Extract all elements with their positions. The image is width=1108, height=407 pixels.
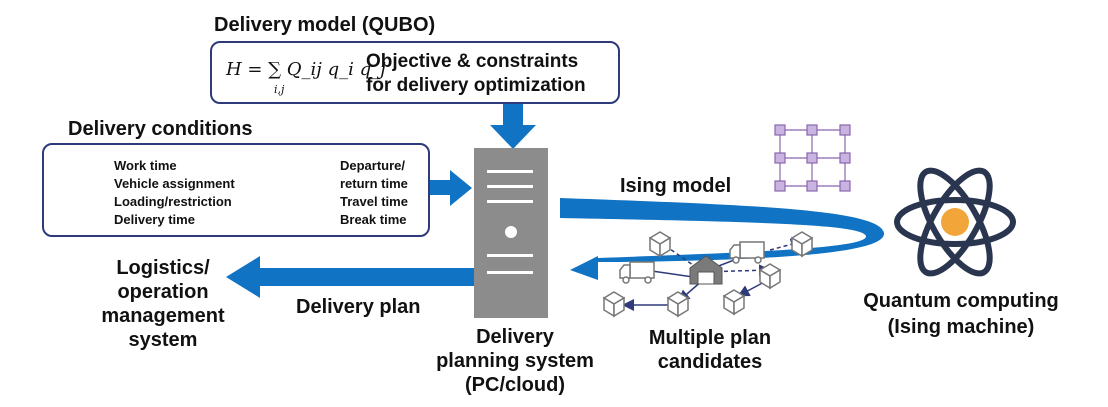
- warehouse-icon: [689, 255, 723, 285]
- atom-icon: [894, 167, 1016, 277]
- ising-model-label: Ising model: [620, 175, 732, 197]
- conditions-left-list: Work time Vehicle assignment Loading/res…: [114, 157, 235, 229]
- quantum-line: Quantum computing: [863, 290, 1059, 312]
- planning-system-line: Delivery: [476, 326, 554, 348]
- logistics-line: operation: [117, 281, 209, 303]
- qubo-description-line1: Objective & constraints: [366, 51, 579, 72]
- conditions-right-list: Departure/ return time Travel time Break…: [340, 157, 408, 229]
- qubo-description-line2: for delivery optimization: [366, 75, 586, 96]
- plan-candidates-label: Multiple plan candidates: [630, 326, 790, 374]
- logistics-line: Logistics/: [116, 257, 210, 279]
- candidates-line: Multiple plan: [648, 327, 772, 349]
- arrow-qubo-to-server: [490, 103, 536, 149]
- qubo-title: Delivery model (QUBO): [214, 14, 436, 36]
- arrow-delivery-plan: [226, 256, 474, 298]
- condition-item: Break time: [340, 212, 407, 227]
- condition-item: Delivery time: [114, 212, 195, 227]
- quantum-computing-label: Quantum computing (Ising machine): [848, 288, 1074, 340]
- candidate-truck-icons: [619, 241, 765, 284]
- quantum-line: (Ising machine): [887, 316, 1035, 338]
- logistics-line: system: [128, 329, 198, 351]
- condition-item: Travel time: [340, 194, 408, 209]
- arrow-conditions-to-server: [430, 170, 472, 206]
- qubo-description: Objective & constraints for delivery opt…: [366, 50, 586, 98]
- ising-band: [560, 198, 885, 280]
- conditions-title: Delivery conditions: [68, 118, 253, 140]
- condition-item: Vehicle assignment: [114, 176, 235, 191]
- condition-item: return time: [340, 176, 408, 191]
- delivery-plan-label: Delivery plan: [296, 296, 421, 318]
- candidates-line: candidates: [657, 351, 763, 373]
- qubo-formula: H = ∑ Q_ij q_i q_j: [226, 59, 386, 80]
- condition-item: Work time: [114, 158, 177, 173]
- planning-system-label: Delivery planning system (PC/cloud): [420, 325, 610, 397]
- planning-system-line: (PC/cloud): [465, 374, 565, 396]
- ising-lattice-icon: [774, 124, 851, 192]
- logistics-system-label: Logistics/ operation management system: [98, 256, 228, 352]
- condition-item: Loading/restriction: [114, 194, 232, 209]
- server-icon: [474, 148, 548, 318]
- candidate-package-icons: [602, 231, 814, 318]
- conditions-box: Work time Vehicle assignment Loading/res…: [42, 143, 430, 237]
- logistics-line: management: [101, 305, 225, 327]
- condition-item: Departure/: [340, 158, 406, 173]
- qubo-box: H = ∑ Q_ij q_i q_j i,j Objective & const…: [210, 41, 620, 104]
- planning-system-line: planning system: [436, 350, 594, 372]
- qubo-formula-sub: i,j: [274, 83, 285, 96]
